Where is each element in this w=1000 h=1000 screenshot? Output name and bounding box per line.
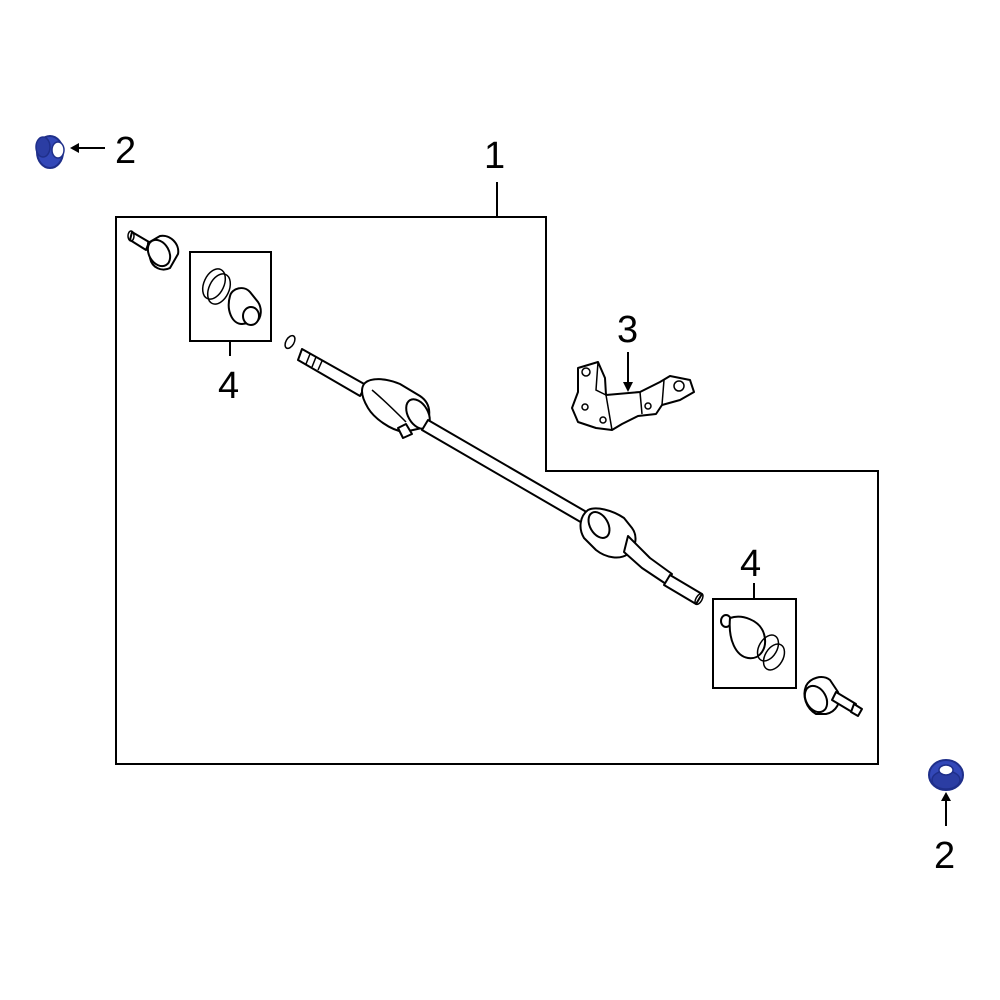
callout-2-top-label: 2: [115, 130, 136, 172]
assembly-group-outline: [115, 216, 879, 765]
boot-kit-inner-parts[interactable]: [198, 265, 262, 326]
boot-kit-outer-box: [712, 598, 797, 689]
callout-3-label: 3: [617, 309, 638, 351]
nut-top-left[interactable]: [35, 135, 65, 169]
callout-2-bottom-label: 2: [934, 835, 955, 877]
callout-4-bottom-label: 4: [740, 543, 761, 585]
nut-bottom-right[interactable]: [928, 759, 964, 791]
callout-3-arrowhead: [623, 382, 633, 392]
callout-4-top-label: 4: [218, 365, 239, 407]
drive-shaft[interactable]: [127, 230, 863, 717]
bracket-part[interactable]: [571, 361, 695, 431]
callout-2-bottom-arrowhead: [941, 792, 951, 801]
callout-2-top-arrowhead: [70, 143, 79, 153]
callout-1-label: 1: [484, 135, 505, 177]
boot-kit-outer-parts[interactable]: [720, 614, 789, 674]
